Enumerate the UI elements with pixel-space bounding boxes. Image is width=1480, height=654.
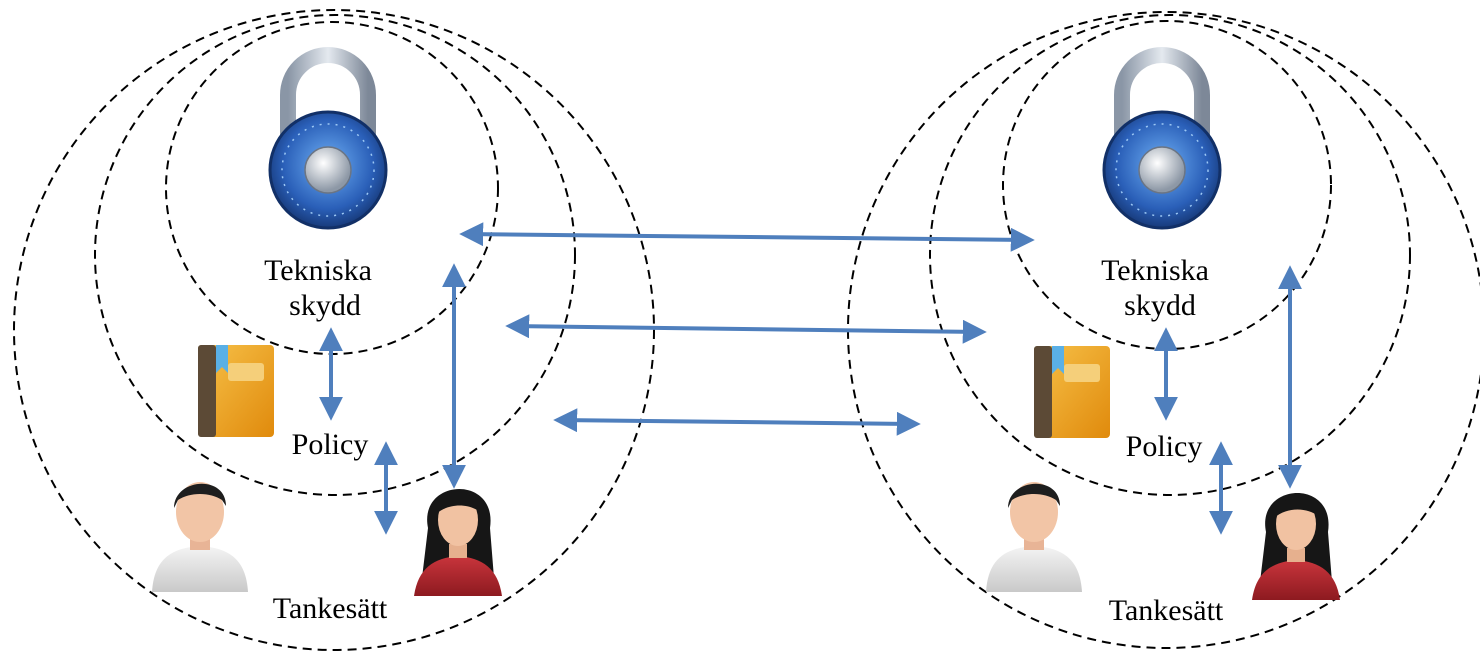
right-policy-label: Policy: [1126, 430, 1203, 463]
left-technical-label-line2: skydd: [289, 289, 361, 322]
left-mindset-label: Tankesätt: [273, 592, 388, 625]
left-ring-policy: [94, 14, 576, 496]
male-user-icon: [152, 482, 248, 592]
male-user-icon: [986, 482, 1082, 592]
left-policy-label: Policy: [292, 428, 369, 461]
right-technical-label-line2: skydd: [1124, 289, 1196, 322]
right-mindset-label: Tankesätt: [1109, 594, 1224, 627]
left-ring-mindset: [13, 9, 655, 651]
padlock-icon: [1102, 47, 1222, 230]
cross-arrow-technical: [459, 222, 1035, 252]
padlock-icon: [268, 47, 388, 230]
female-user-icon: [1252, 492, 1340, 600]
right-ring-policy: [929, 14, 1411, 496]
cross-arrow-policy: [505, 314, 987, 344]
female-user-icon: [414, 488, 502, 596]
book-icon: [198, 345, 274, 437]
left-technical-label-line1: Tekniska: [264, 254, 372, 287]
right-cluster: Tekniska skydd Policy Tankesätt: [847, 11, 1480, 649]
right-technical-label-line1: Tekniska: [1101, 254, 1209, 287]
left-cluster: Tekniska skydd Policy Tankesätt: [13, 9, 655, 651]
book-icon: [1034, 346, 1110, 438]
cross-arrow-mindset: [553, 408, 921, 436]
